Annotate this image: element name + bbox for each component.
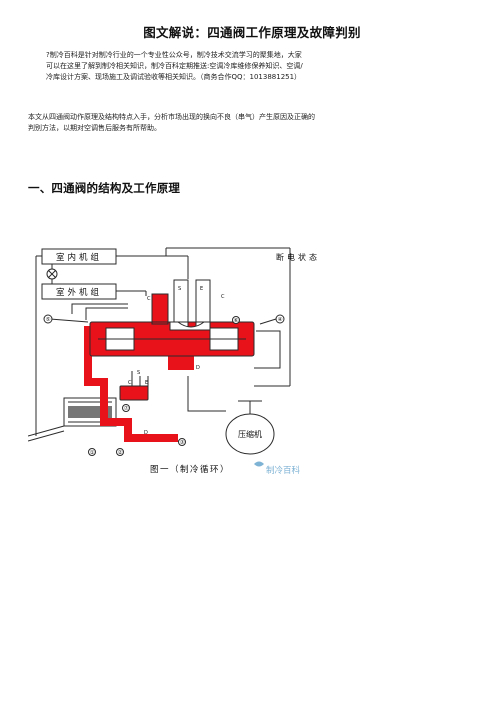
pilot-c-label: C: [128, 380, 132, 386]
outdoor-unit-label: 室外机组: [56, 287, 102, 298]
marker-5: ⑤: [46, 317, 51, 323]
summary-line-1: 本文从四通阀动作原理及结构特点入手，分析市场出现的换向不良（串气）产生原因及正确…: [28, 113, 315, 121]
summary-line-2: 判别方法，以期对空调售后服务有所帮助。: [28, 124, 161, 132]
section-heading: 一、四通阀的结构及工作原理: [28, 181, 181, 195]
marker-2: ②: [118, 449, 123, 456]
intro-line-1: ?制冷百科是针对制冷行业的一个专业性公众号，制冷技术交流学习的聚集地，大家: [46, 51, 302, 59]
port-e-label: E: [200, 286, 203, 292]
intro-line-3: 冷库设计方案、现场施工及调试验收等相关知识。（商务合作QQ：1013881251…: [46, 73, 302, 81]
port-c-left-label: C: [147, 296, 151, 302]
intro-paragraph: ?制冷百科是针对制冷行业的一个专业性公众号，制冷技术交流学习的聚集地，大家 可以…: [46, 50, 366, 83]
watermark-logo-icon: [254, 461, 264, 467]
figure-caption: 图一（制冷循环）: [150, 464, 230, 475]
pilot-s-label: S: [137, 370, 140, 376]
marker-6: ⑥: [234, 318, 239, 324]
page-title: 图文解说：四通阀工作原理及故障判别: [143, 25, 361, 40]
indoor-unit-label: 室内机组: [56, 252, 102, 263]
solenoid-coil: [63, 397, 117, 427]
intro-line-2: 可以在这里了解到制冷相关知识，制冷百科定期推送:空调冷库维修保养知识、空调/: [46, 62, 303, 70]
pilot-d-label: D: [144, 430, 148, 436]
compressor-label: 压缩机: [238, 429, 262, 439]
power-off-state-label: 断电状态: [276, 252, 320, 262]
pilot-e-label: E: [145, 380, 148, 386]
port-c-right-label: C: [221, 294, 225, 300]
marker-1: ①: [90, 450, 95, 456]
high-pressure-path: [84, 294, 254, 442]
four-way-valve-diagram: 室内机组 室外机组 断电状态 压缩机 图一（制冷循环） 制冷百科 C S E C…: [28, 236, 338, 484]
port-d-label: D: [196, 365, 200, 371]
port-s-label: S: [178, 286, 181, 292]
watermark-text: 制冷百科: [266, 465, 301, 475]
summary-paragraph: 本文从四通阀动作原理及结构特点入手，分析市场出现的换向不良（串气）产生原因及正确…: [28, 112, 388, 134]
marker-4: ④: [278, 317, 283, 323]
marker-3: ③: [180, 440, 185, 446]
marker-7: ⑦: [124, 405, 129, 412]
